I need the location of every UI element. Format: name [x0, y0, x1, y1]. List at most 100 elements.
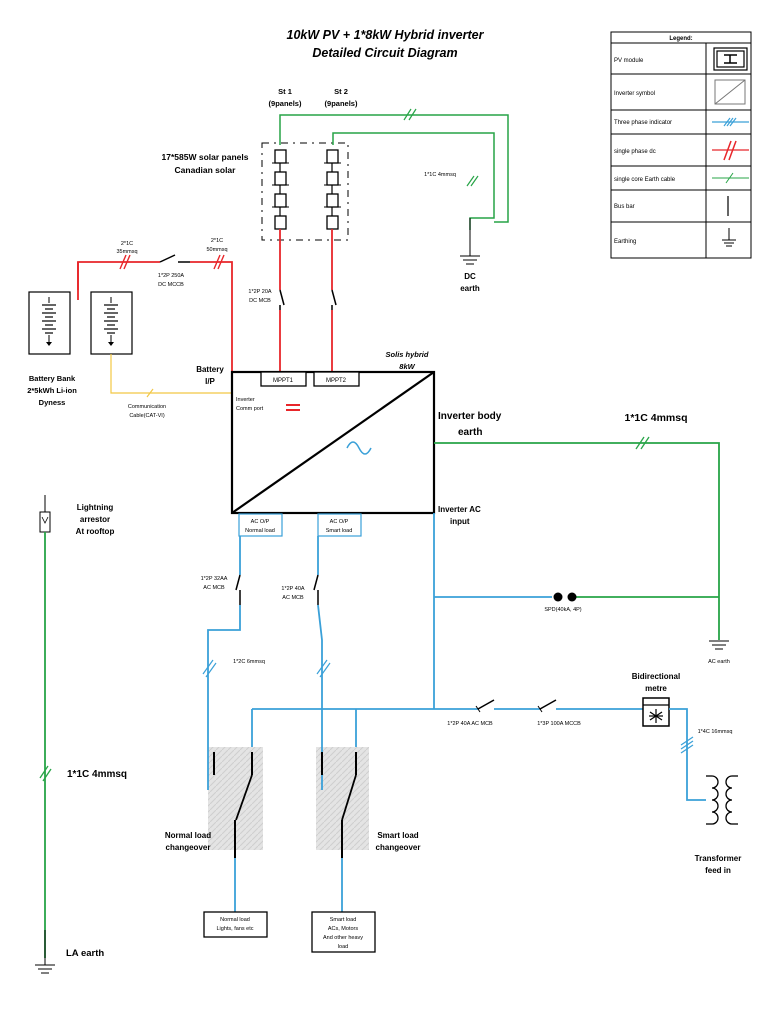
lightning-cable-label: 1*1C 4mmsq: [67, 769, 127, 780]
legend-label-pv-module: PV module: [614, 58, 644, 64]
smart-load-desc-2: And other heavy: [323, 935, 363, 941]
inverter-model-label: Solis hybrid: [386, 350, 429, 359]
spd-label: SPD(40kA, 4P): [544, 607, 581, 613]
battery-bank-spec: 2*5kWh Li-ion: [27, 386, 77, 395]
dc-mcb-label-2: DC MCB: [249, 298, 271, 304]
ac-output-smart-box: [317, 513, 362, 537]
spd-terminal: [553, 592, 563, 602]
inverter-battery-cable-size: 50mmsq: [206, 247, 227, 253]
legend-label-earthing: Earthing: [614, 239, 636, 245]
smart-load-label: Smart load: [330, 917, 357, 923]
transformer-cable: [669, 708, 706, 801]
cable-marker: [119, 254, 127, 270]
dc-earth-cable-label: 1*1C 4mmsq: [424, 172, 456, 178]
cable-marker: [39, 765, 49, 779]
normal-load-desc: Lights, fans etc: [217, 926, 254, 932]
cable-marker: [319, 662, 331, 678]
smart-changeover-label: Smart load: [377, 831, 418, 840]
pv-earth-cable-st1: [279, 114, 509, 223]
spd-terminal: [567, 592, 577, 602]
smart-load-box: [311, 911, 376, 953]
battery-dc-cable-b: [190, 261, 233, 372]
cable-marker: [123, 254, 131, 270]
transformer-label-2: feed in: [705, 866, 731, 875]
battery-input-label: Battery: [196, 365, 224, 374]
dc-mcb-switch: [279, 289, 337, 310]
ac-output-normal-box: [238, 513, 283, 537]
smart-load-cable-2: [317, 604, 323, 700]
la-earth-symbol: [35, 930, 55, 974]
main-ac-mcb-label: 1*2P 40A AC MCB: [447, 721, 493, 727]
ac-earth-label: AC earth: [708, 659, 730, 665]
pv-module-icon: [713, 47, 748, 71]
legend: Legend: PV module Inverter symbol Three …: [610, 31, 752, 259]
normal-load-cable-2: [207, 605, 241, 700]
inverter-ac-input-label: Inverter AC: [438, 505, 481, 514]
smart-mcb-label: 1*2P 40A: [281, 586, 304, 592]
cable-marker: [213, 254, 221, 270]
main-mccb-label: 1*3P 100A MCCB: [537, 721, 581, 727]
diagram-title-line2: Detailed Circuit Diagram: [312, 46, 457, 60]
dc-earth-label-2: earth: [460, 284, 480, 293]
battery-unit-1: [28, 291, 71, 355]
normal-load-label: Normal load: [220, 917, 250, 923]
cable-marker: [205, 662, 217, 678]
legend-label-inverter-symbol: Inverter symbol: [614, 91, 655, 97]
body-earth-cable-label: 1*1C 4mmsq: [624, 412, 687, 424]
normal-mcb-label: 1*2P 32AA: [201, 576, 228, 582]
string1-label: St 1: [278, 87, 292, 96]
battery-bank-brand: Dyness: [39, 398, 66, 407]
cable-marker: [202, 659, 214, 675]
cable-marker: [680, 736, 694, 746]
diagram-title-line1: 10kW PV + 1*8kW Hybrid inverter: [287, 28, 485, 42]
solar-panels-brand-label: Canadian solar: [175, 165, 237, 175]
bidirectional-metre-icon: [642, 697, 670, 727]
inverter-symbol-icon: [714, 79, 746, 105]
ac-earth-symbol: [709, 640, 729, 650]
battery-input-label-2: I/P: [205, 377, 215, 386]
inverter-body-earth-cable: [434, 442, 720, 640]
normal-changeover-label-2: changeover: [166, 843, 211, 852]
normal-mcb-type: AC MCB: [203, 585, 225, 591]
smart-load-changeover-switch: [316, 700, 369, 858]
pv-string-2: [324, 149, 341, 230]
battery-mccb-type: DC MCCB: [158, 282, 184, 288]
dc-earth-label: DC: [464, 272, 476, 281]
normal-ac-mcb-switch: [235, 574, 241, 605]
cable-marker: [635, 436, 645, 450]
single-phase-dc-icon: [712, 140, 749, 161]
cable-marker: [403, 108, 412, 121]
communication-cable-label: Communication: [128, 404, 166, 410]
three-phase-indicator-icon: [712, 117, 749, 127]
inverter-comm-port-label-2: Comm port: [236, 406, 264, 412]
inverter-body-earth-label-2: earth: [458, 427, 482, 438]
cable-marker: [470, 175, 479, 187]
legend-label-three-phase: Three phase indicator: [614, 120, 672, 126]
pv-array-boundary: [261, 142, 349, 241]
dc-mcb-label: 1*2P 20A: [248, 289, 271, 295]
pv-string-1: [272, 149, 289, 230]
earth-cable-icon: [712, 172, 749, 184]
smart-load-desc: ACs, Motors: [328, 926, 359, 932]
inverter-comm-port-label: Inverter: [236, 397, 255, 403]
string2-panels-label: (9panels): [325, 99, 358, 108]
legend-label-earth-cable: single core Earth cable: [614, 177, 676, 183]
ac-output-smart-sub: Smart load: [326, 528, 353, 534]
bidirectional-metre-label: Bidirectional: [632, 672, 680, 681]
earthing-icon: [722, 228, 736, 247]
cable-marker: [316, 659, 328, 675]
cable-marker: [146, 388, 154, 398]
mppt2-label: MPPT2: [326, 378, 347, 384]
lightning-arrestor-label-2: arrestor: [80, 515, 110, 524]
dc-earth-symbol: [460, 218, 480, 265]
battery-cable-label: 2*1C: [121, 241, 133, 247]
communication-cable-type: Cable(CAT-VI): [129, 413, 165, 419]
string2-label: St 2: [334, 87, 348, 96]
cable-marker: [680, 740, 694, 750]
legend-heading: Legend:: [669, 36, 692, 42]
inverter-ac-input-label-2: input: [450, 517, 470, 526]
battery-mccb-label: 1*2P 250A: [158, 273, 185, 279]
smart-load-desc-3: load: [338, 944, 348, 950]
inverter-battery-cable-label: 2*1C: [211, 238, 223, 244]
